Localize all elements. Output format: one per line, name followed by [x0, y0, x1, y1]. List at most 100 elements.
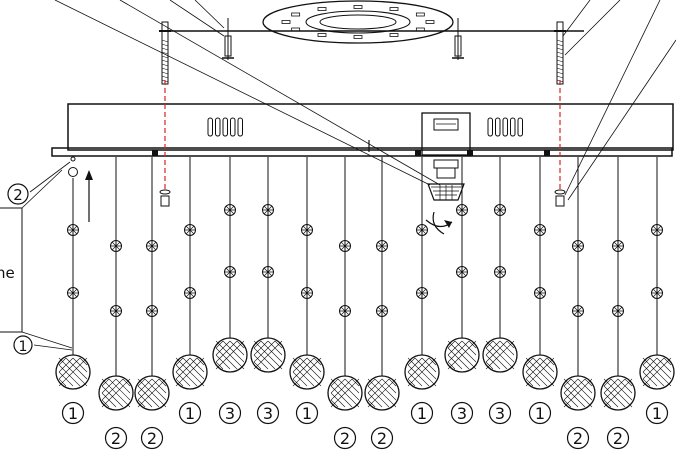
plate-slot: [415, 27, 425, 32]
strand-number: 2: [613, 429, 623, 448]
crystal-strand: 3: [212, 157, 248, 425]
strand-number: 3: [263, 404, 273, 423]
crystal-strand: 2: [98, 157, 134, 450]
mount-clip: [415, 150, 421, 156]
side-label: he: [0, 264, 15, 282]
strand-number-badge: 3: [450, 401, 474, 425]
crystal-strand: 2: [134, 157, 170, 450]
threaded-rod: [554, 21, 566, 85]
bead-icon: [651, 224, 663, 236]
up-arrow-icon: [85, 170, 93, 222]
strand-number: 2: [111, 429, 121, 448]
crystal-strand: 2: [327, 157, 363, 450]
bead-icon: [339, 305, 351, 317]
callout-number-badge: 1: [13, 335, 33, 355]
plate-slot: [281, 20, 291, 24]
leader-line: [169, 0, 225, 37]
left-callout: [0, 161, 73, 351]
screw-icon: [222, 18, 234, 60]
plate-slot: [317, 33, 327, 37]
crystal-strand: 1: [172, 157, 208, 425]
bead-icon: [224, 204, 236, 216]
strand-number-badge: 1: [528, 401, 552, 425]
crystal-ball-icon: [172, 351, 208, 390]
crystal-ball-icon: [639, 351, 675, 390]
plate-slot: [317, 7, 327, 11]
crystal-ball-icon: [327, 372, 363, 411]
bead-icon: [262, 204, 274, 216]
bead-icon: [572, 305, 584, 317]
crystal-ball-icon: [600, 372, 636, 411]
strand-number-badge: 2: [370, 426, 394, 450]
bead-icon: [110, 240, 122, 252]
bead-icon: [572, 240, 584, 252]
canopy-box: [67, 103, 674, 156]
suspension-plate: [51, 147, 673, 157]
strand-number-badge: 1: [178, 401, 202, 425]
crystal-strand: 1: [404, 157, 440, 425]
plate-slot: [425, 20, 435, 24]
bead-icon: [184, 287, 196, 299]
strand-number: 1: [417, 404, 427, 423]
strand-number-badge: 3: [488, 401, 512, 425]
bead-icon: [67, 287, 79, 299]
crystal-ball-icon: [55, 351, 91, 390]
crystal-ball-icon: [98, 372, 134, 411]
crystal-ball-icon: [522, 351, 558, 390]
leader-line: [564, 0, 661, 196]
vent-slots: [487, 117, 523, 137]
mount-clip: [544, 150, 550, 156]
hook-ring-icon: [68, 156, 78, 177]
svg-text:2: 2: [13, 186, 23, 204]
ceiling-mount-plate: [262, 0, 454, 44]
bead-icon: [301, 224, 313, 236]
strand-number-badge: 3: [256, 401, 280, 425]
crystal-ball-icon: [404, 351, 440, 390]
strand-number: 3: [495, 404, 505, 423]
mount-clip: [467, 150, 473, 156]
crystal-strand: 3: [444, 157, 480, 425]
strand-number: 2: [147, 429, 157, 448]
crystal-ball-icon: [560, 372, 596, 411]
leader-line: [562, 0, 591, 37]
strand-number: 1: [185, 404, 195, 423]
plate-slot: [353, 35, 363, 39]
callout-number-badge: 2: [7, 183, 29, 205]
bead-icon: [110, 305, 122, 317]
leader-line: [567, 39, 676, 201]
crystal-strand: 2: [600, 157, 636, 450]
hanger-screw-icon: [554, 189, 566, 207]
crystal-ball-icon: [134, 372, 170, 411]
bead-icon: [456, 204, 468, 216]
strand-number-badge: 1: [61, 401, 85, 425]
bead-icon: [494, 266, 506, 278]
strand-number: 2: [377, 429, 387, 448]
bead-icon: [456, 266, 468, 278]
strand-number: 1: [652, 404, 662, 423]
bead-icon: [224, 266, 236, 278]
bead-icon: [301, 287, 313, 299]
bead-icon: [534, 287, 546, 299]
plate-slot: [389, 33, 399, 37]
bead-icon: [262, 266, 274, 278]
plate-slot: [291, 27, 301, 32]
hanger-screw-icon: [159, 189, 171, 207]
crystal-strand: 1: [55, 178, 91, 425]
bead-icon: [416, 287, 428, 299]
bead-icon: [339, 240, 351, 252]
strand-number-badge: 1: [410, 401, 434, 425]
bead-icon: [146, 305, 158, 317]
strand-number: 3: [225, 404, 235, 423]
strand-number-badge: 1: [295, 401, 319, 425]
strand-number: 1: [535, 404, 545, 423]
bead-icon: [67, 224, 79, 236]
vent-slots: [207, 117, 243, 137]
crystal-strand: 1: [522, 157, 558, 425]
bead-icon: [376, 305, 388, 317]
crystal-ball-icon: [289, 351, 325, 390]
strand-number: 1: [68, 404, 78, 423]
strand-number: 3: [457, 404, 467, 423]
threaded-rod: [159, 21, 171, 85]
